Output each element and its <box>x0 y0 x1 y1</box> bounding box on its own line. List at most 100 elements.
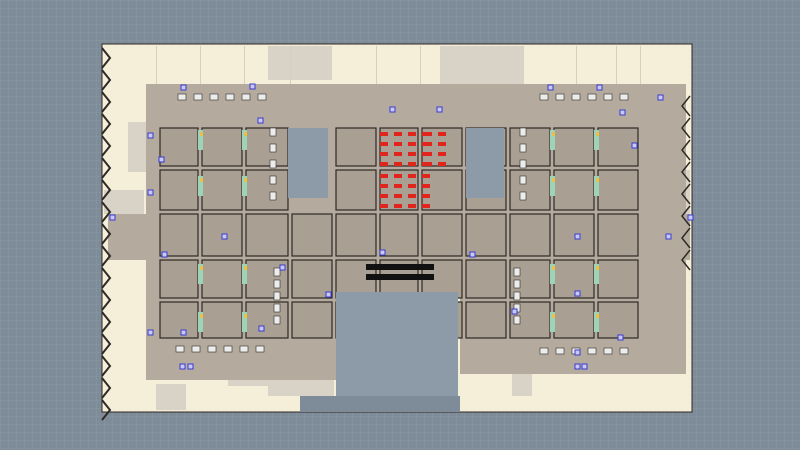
plant-icon <box>596 178 599 182</box>
exterior-wall <box>101 113 112 135</box>
desk-icon <box>223 345 233 353</box>
plant-icon <box>200 314 203 318</box>
room <box>201 259 243 299</box>
desk-icon <box>257 93 267 101</box>
desk-icon <box>269 191 277 201</box>
wall <box>420 46 421 84</box>
seat-icon <box>380 152 388 156</box>
plant-icon <box>198 176 203 196</box>
plant-icon <box>198 264 203 284</box>
seat-icon <box>380 162 388 166</box>
marker-icon <box>631 142 638 149</box>
seat-icon <box>438 162 446 166</box>
marker-icon <box>469 251 476 258</box>
marker-icon <box>596 84 603 91</box>
desk-icon <box>177 93 187 101</box>
plant-icon <box>200 132 203 136</box>
marker-icon <box>180 329 187 336</box>
exterior-wall <box>101 355 112 377</box>
marker-icon <box>511 308 518 315</box>
exterior-wall <box>101 245 112 267</box>
room <box>553 213 595 257</box>
exterior-wall <box>101 135 112 157</box>
room <box>291 301 333 339</box>
exterior-wall <box>101 69 112 91</box>
marker-icon <box>619 109 626 116</box>
plant-icon <box>550 176 555 196</box>
plant-icon <box>552 314 555 318</box>
exterior-wall <box>101 157 112 179</box>
exterior-wall <box>101 289 112 311</box>
desk-icon <box>241 93 251 101</box>
plant-icon <box>244 178 247 182</box>
seat-icon <box>380 204 388 208</box>
seat-icon <box>380 194 388 198</box>
desk-icon <box>191 345 201 353</box>
desk-icon <box>603 93 613 101</box>
desk-icon <box>619 93 629 101</box>
desk-icon <box>519 143 527 153</box>
wall <box>640 46 641 84</box>
room <box>245 213 289 257</box>
plant-icon <box>244 266 247 270</box>
plant-icon <box>242 312 247 332</box>
exterior-wall <box>681 161 691 183</box>
desk-icon <box>193 93 203 101</box>
marker-icon <box>147 132 154 139</box>
desk-icon <box>225 93 235 101</box>
seat-icon <box>438 142 446 146</box>
room <box>335 213 377 257</box>
wall <box>290 46 291 84</box>
seat-icon <box>394 142 402 146</box>
desk-icon <box>555 347 565 355</box>
bottom-courtyard-top <box>336 292 458 396</box>
courtyard-left <box>288 128 328 198</box>
marker-icon <box>257 117 264 124</box>
room <box>421 213 463 257</box>
marker-icon <box>547 84 554 91</box>
marker-icon <box>379 249 386 256</box>
room <box>291 213 333 257</box>
room <box>291 259 333 299</box>
desk-icon <box>175 345 185 353</box>
wall <box>244 46 245 84</box>
seat-icon <box>422 152 430 156</box>
seat-icon <box>408 184 416 188</box>
room <box>201 169 243 211</box>
marker-icon <box>574 349 581 356</box>
exterior-wall <box>101 399 112 421</box>
desk-icon <box>571 93 581 101</box>
seat-icon <box>394 162 402 166</box>
room <box>509 213 551 257</box>
plant-icon <box>198 312 203 332</box>
room <box>335 169 377 211</box>
desk-icon <box>273 315 281 325</box>
stage <box>366 274 434 280</box>
room <box>597 259 639 299</box>
marker-icon <box>179 363 186 370</box>
desk-icon <box>587 93 597 101</box>
exterior-wall <box>101 201 112 223</box>
exterior-wall <box>101 377 112 399</box>
desk-icon <box>269 127 277 137</box>
seat-icon <box>394 152 402 156</box>
plant-icon <box>594 312 599 332</box>
plant-icon <box>596 266 599 270</box>
plant-icon <box>198 130 203 150</box>
marker-icon <box>249 83 256 90</box>
desk-icon <box>207 345 217 353</box>
plant-icon <box>594 130 599 150</box>
marker-icon <box>574 290 581 297</box>
desk-icon <box>273 279 281 289</box>
room <box>509 127 551 167</box>
desk-icon <box>239 345 249 353</box>
seat-icon <box>394 184 402 188</box>
plant-icon <box>596 132 599 136</box>
exterior-wall <box>101 47 112 69</box>
plant-icon <box>244 314 247 318</box>
desk-icon <box>209 93 219 101</box>
room <box>465 259 507 299</box>
marker-icon <box>617 334 624 341</box>
exterior-wall <box>681 95 691 117</box>
desk-icon <box>513 315 521 325</box>
